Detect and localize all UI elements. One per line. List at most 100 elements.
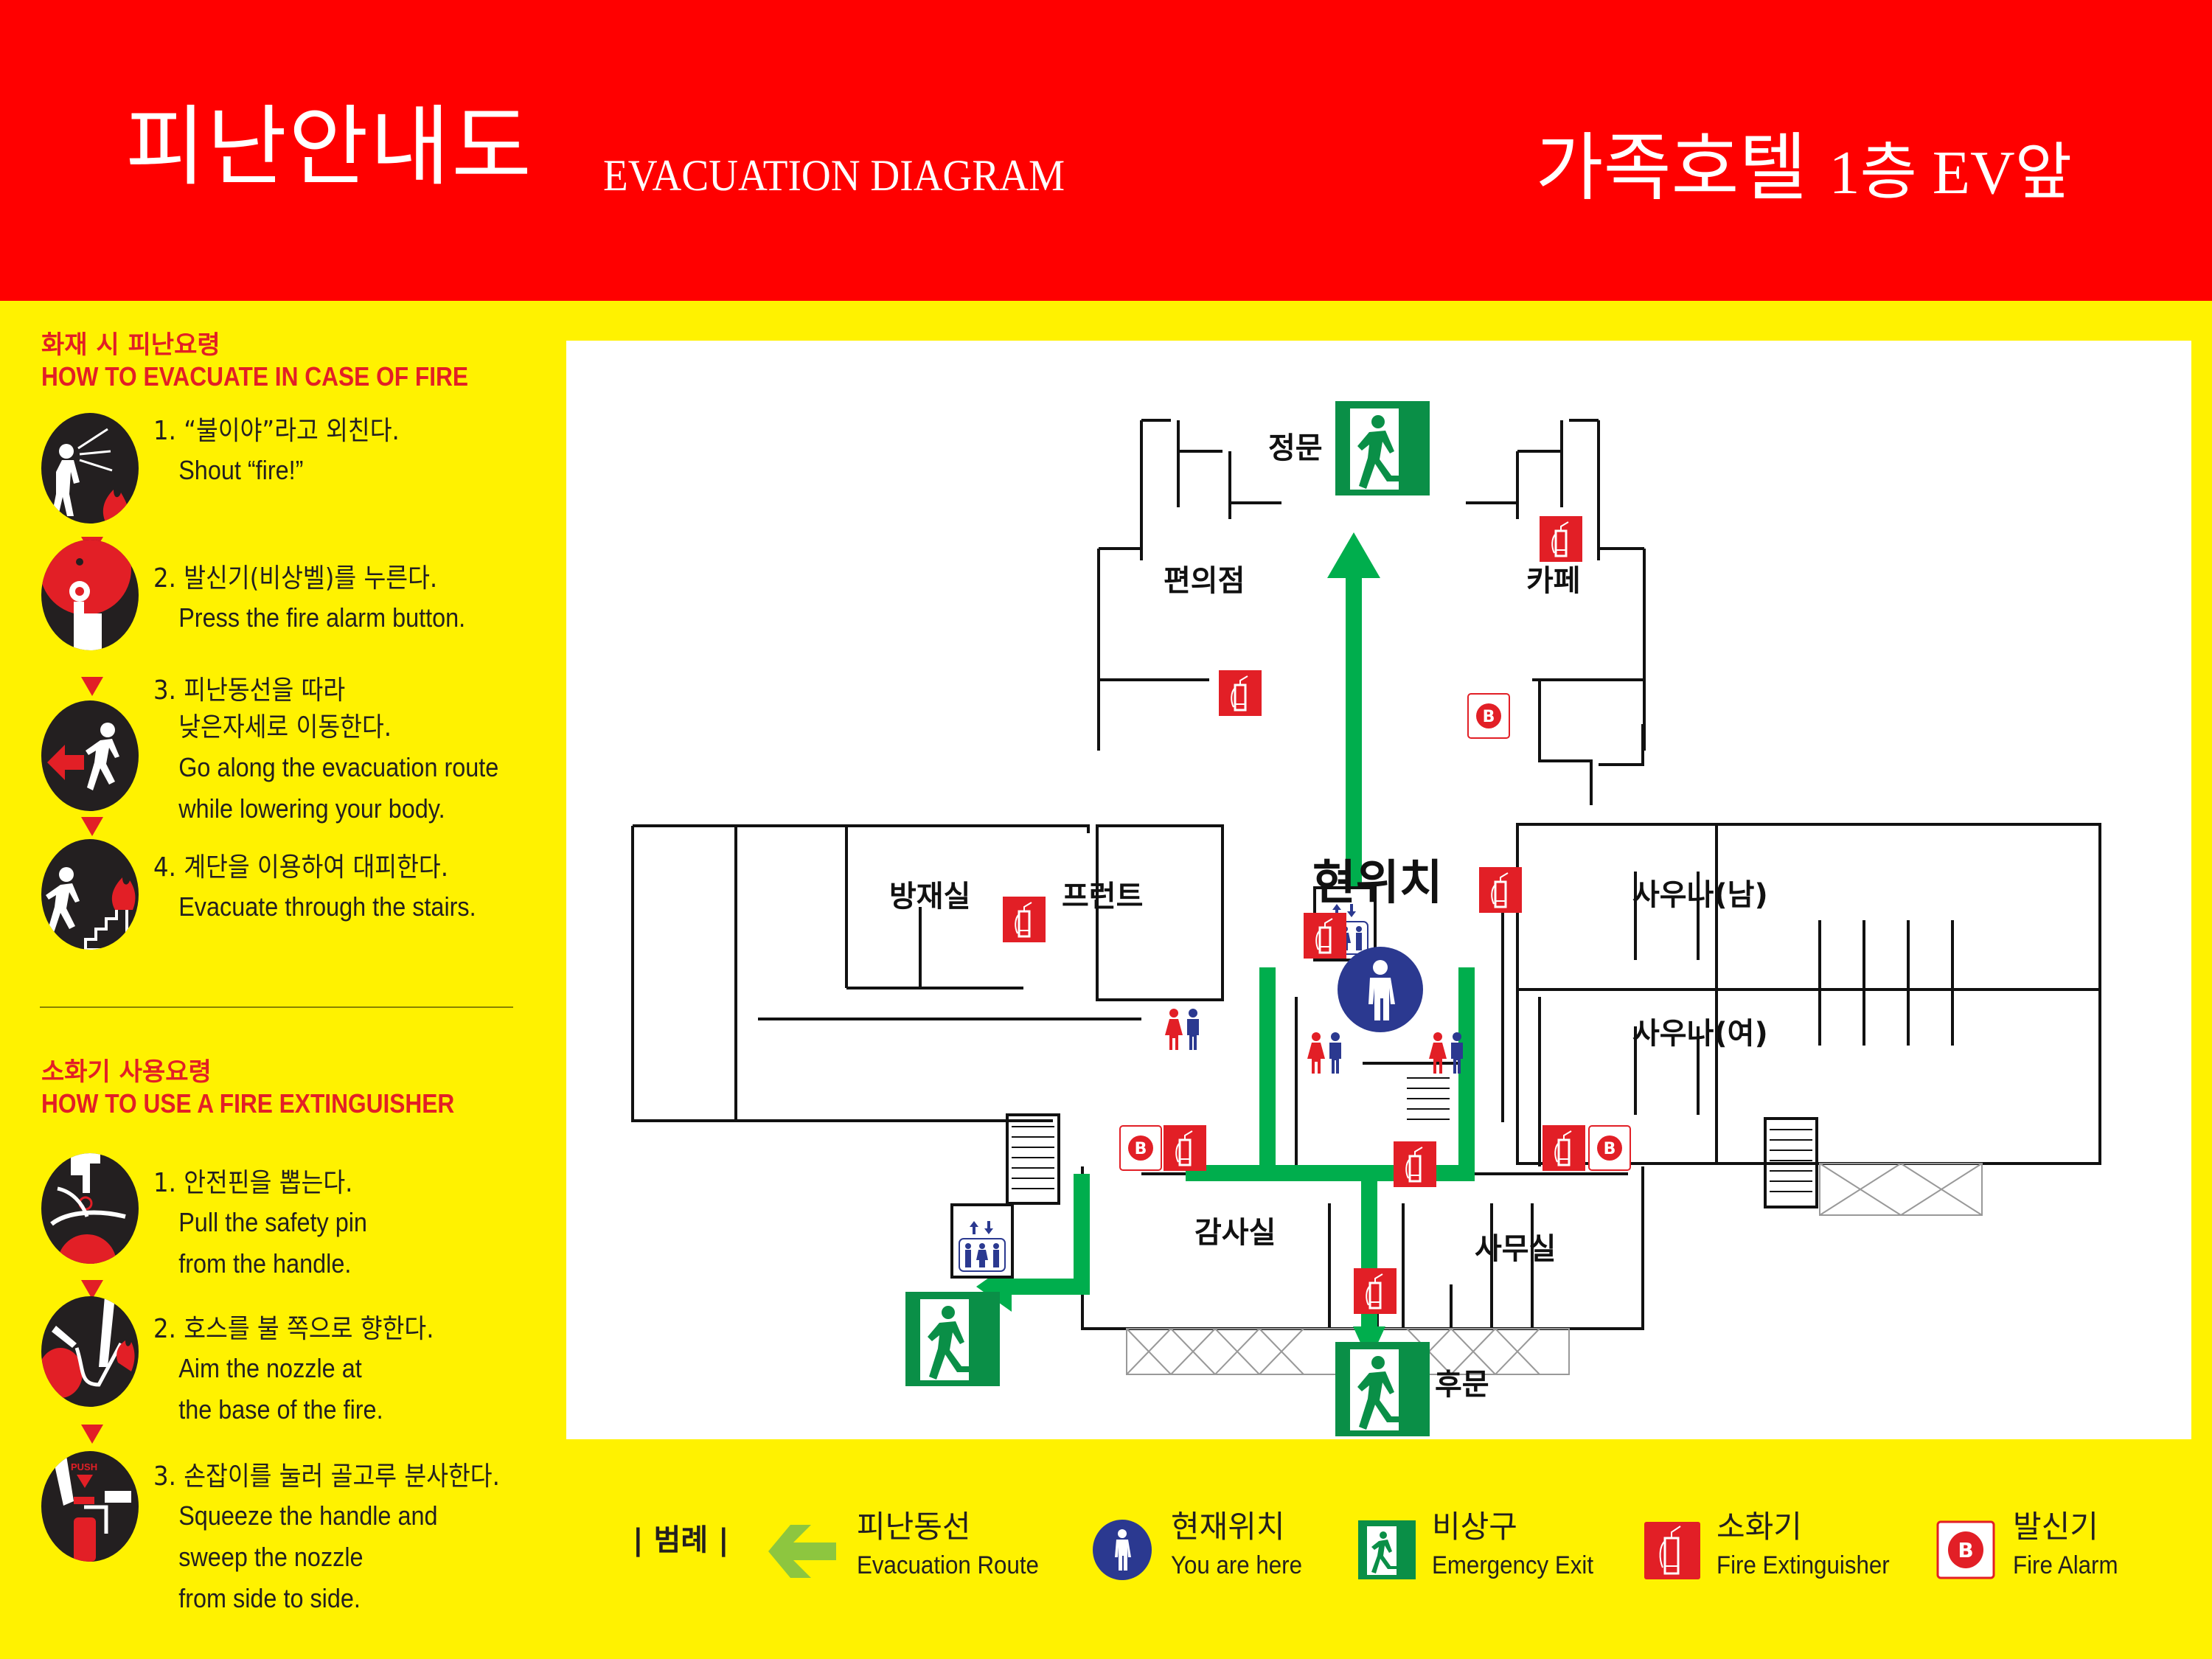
evacuation-step-2-text: 2. 발신기(비상벨)를 누른다. Press the fire alarm b…: [153, 560, 500, 639]
restroom-icon: [1165, 1009, 1199, 1050]
fire-alarm-icon: [1588, 1125, 1631, 1171]
evacuation-step-1-text: 1. “불이야”라고 외친다. Shout “fire!”: [153, 413, 427, 491]
room-label-audit-room: 감사실: [1194, 1216, 1276, 1250]
evacuation-step-3-text: 3. 피난동선을 따라 낮은자세로 이동한다. Go along the eva…: [153, 672, 537, 829]
emergency-exit-icon: [1335, 401, 1430, 495]
legend-ko: 비상구: [1432, 1509, 1517, 1545]
legend-ko: 발신기: [2013, 1509, 2098, 1545]
room-label-main-entrance: 정문: [1268, 431, 1323, 465]
step-ko-text: 4. 계단을 이용하여 대피한다.: [153, 852, 449, 883]
you-are-here-icon: [1338, 947, 1423, 1032]
step-en-text: Squeeze the handle and: [178, 1500, 438, 1531]
extinguisher-title-en: HOW TO USE A FIRE EXTINGUISHER: [41, 1088, 455, 1119]
floor-plan-drawing: B: [631, 401, 2101, 1436]
step-ko-text: 1. “불이야”라고 외친다.: [153, 416, 400, 446]
room-label-rear-door: 후문: [1435, 1368, 1489, 1402]
step-en-text: Press the fire alarm button.: [178, 602, 466, 633]
emergency-exit-icon: [1358, 1520, 1416, 1579]
step-ko-text: 2. 발신기(비상벨)를 누른다.: [153, 563, 438, 594]
fire-alarm-icon: B: [1936, 1520, 1995, 1579]
step-ko-text: 2. 호스를 불 쪽으로 향한다.: [153, 1314, 434, 1344]
fire-extinguisher-icon: [1217, 669, 1263, 717]
emergency-exit-icon: [905, 1292, 1000, 1386]
legend-ko: 현재위치: [1171, 1509, 1285, 1545]
legend-en: Evacuation Route: [857, 1551, 1039, 1579]
step-ko-text: 3. 손잡이를 눌러 골고루 분사한다.: [153, 1461, 500, 1492]
squeeze-handle-icon: PUSH: [41, 1451, 139, 1562]
evacuation-steps: 1. “불이야”라고 외친다. Shout “fire!” 2. 발신기(비상벨…: [41, 413, 557, 973]
down-arrow-icon: [81, 677, 103, 696]
step-en-text: Evacuate through the stairs.: [178, 891, 476, 922]
extinguisher-instructions-heading: 소화기 사용요령 HOW TO USE A FIRE EXTINGUISHER: [41, 1057, 557, 1119]
fire-extinguisher-icon: [1644, 1522, 1700, 1579]
section-divider: [40, 1006, 513, 1008]
step-ko-text: 3. 피난동선을 따라: [153, 675, 346, 706]
restroom-icon: [1307, 1032, 1341, 1074]
pull-pin-icon: [41, 1153, 139, 1264]
evacuation-route-icon: [41, 700, 139, 811]
floor-plan-map: B: [566, 341, 2191, 1439]
room-label-sauna-women: 사우나(여): [1632, 1017, 1768, 1051]
legend-en: Fire Alarm: [2013, 1551, 2118, 1579]
svg-text:PUSH: PUSH: [71, 1461, 97, 1472]
legend-title: | 범례 |: [633, 1523, 729, 1557]
room-label-sauna-men: 사우나(남): [1632, 878, 1768, 912]
room-label-convenience-store: 편의점: [1164, 564, 1245, 598]
evacuation-step-4-text: 4. 계단을 이용하여 대피한다. Evacuate through the s…: [153, 849, 512, 928]
extinguisher-steps: 1. 안전핀을 뽑는다. Pull the safety pin from th…: [41, 1153, 557, 1622]
restroom-icon: [1429, 1032, 1463, 1074]
current-location-label: 현위치: [1312, 856, 1443, 911]
step-en-text: from the handle.: [178, 1248, 352, 1279]
room-label-disaster-room: 방재실: [889, 880, 971, 914]
extinguisher-title-ko: 소화기 사용요령: [41, 1057, 212, 1087]
you-are-here-icon: [1093, 1520, 1152, 1580]
evacuation-instructions-heading: 화재 시 피난요령 HOW TO EVACUATE IN CASE OF FIR…: [41, 330, 557, 392]
location-main: 가족호텔: [1535, 125, 1807, 211]
legend-ko: 피난동선: [857, 1509, 971, 1545]
fire-extinguisher-icon: [1001, 895, 1047, 944]
step-en-text: the base of the fire.: [178, 1394, 383, 1425]
fire-extinguisher-icon: [1478, 866, 1523, 914]
fire-extinguisher-icon: [1392, 1140, 1438, 1189]
shout-fire-icon: [41, 413, 139, 524]
legend-en: You are here: [1171, 1551, 1302, 1579]
legend-ko: 소화기: [1717, 1509, 1802, 1545]
stairs-escape-icon: [41, 839, 139, 950]
room-label-office: 사무실: [1475, 1232, 1557, 1266]
down-arrow-icon: [81, 1280, 103, 1299]
evacuation-title-ko: 화재 시 피난요령: [41, 330, 220, 360]
step-en-text: Aim the nozzle at: [178, 1353, 362, 1384]
legend: | 범례 | 피난동선 Evacuation Route 현재위치 You ar…: [0, 1504, 2212, 1593]
page-title-korean: 피난안내도: [125, 96, 533, 198]
evacuation-arrow-icon: [768, 1525, 836, 1578]
step-en-text: Go along the evacuation route: [178, 751, 499, 782]
room-label-cafe: 카페: [1526, 564, 1581, 598]
down-arrow-icon: [81, 1425, 103, 1444]
legend-en: Emergency Exit: [1432, 1551, 1594, 1579]
extinguisher-step-1-text: 1. 안전핀을 뽑는다. Pull the safety pin from th…: [153, 1165, 391, 1284]
emergency-exit-icon: [1335, 1342, 1430, 1436]
legend-en: Fire Extinguisher: [1717, 1551, 1890, 1579]
step-en-text: from side to side.: [178, 1582, 361, 1613]
extinguisher-step-2-text: 2. 호스를 불 쪽으로 향한다. Aim the nozzle at the …: [153, 1311, 465, 1430]
fire-extinguisher-icon: [1162, 1124, 1208, 1172]
fire-extinguisher-icon: [1352, 1267, 1398, 1315]
elevator-icon: [950, 1203, 1014, 1279]
down-arrow-icon: [81, 817, 103, 836]
extinguisher-step-3-text: 3. 손잡이를 눌러 골고루 분사한다. Squeeze the handle …: [153, 1458, 538, 1619]
step-en-text: Shout “fire!”: [178, 455, 304, 486]
step-ko-text: 낮은자세로 이동한다.: [178, 712, 392, 743]
room-label-front-desk: 프런트: [1062, 880, 1144, 914]
step-ko-text: 1. 안전핀을 뽑는다.: [153, 1168, 353, 1198]
fire-extinguisher-icon: [1302, 911, 1348, 960]
fire-extinguisher-icon: [1541, 1124, 1587, 1172]
alarm-button-icon: [41, 540, 139, 650]
fire-alarm-icon: [1119, 1125, 1162, 1171]
step-en-text: Pull the safety pin: [178, 1207, 367, 1238]
svg-text:B: B: [1958, 1538, 1973, 1562]
fire-extinguisher-icon: [1538, 515, 1584, 563]
page-title-english: EVACUATION DIAGRAM: [603, 151, 1065, 200]
aim-nozzle-icon: [41, 1296, 139, 1407]
